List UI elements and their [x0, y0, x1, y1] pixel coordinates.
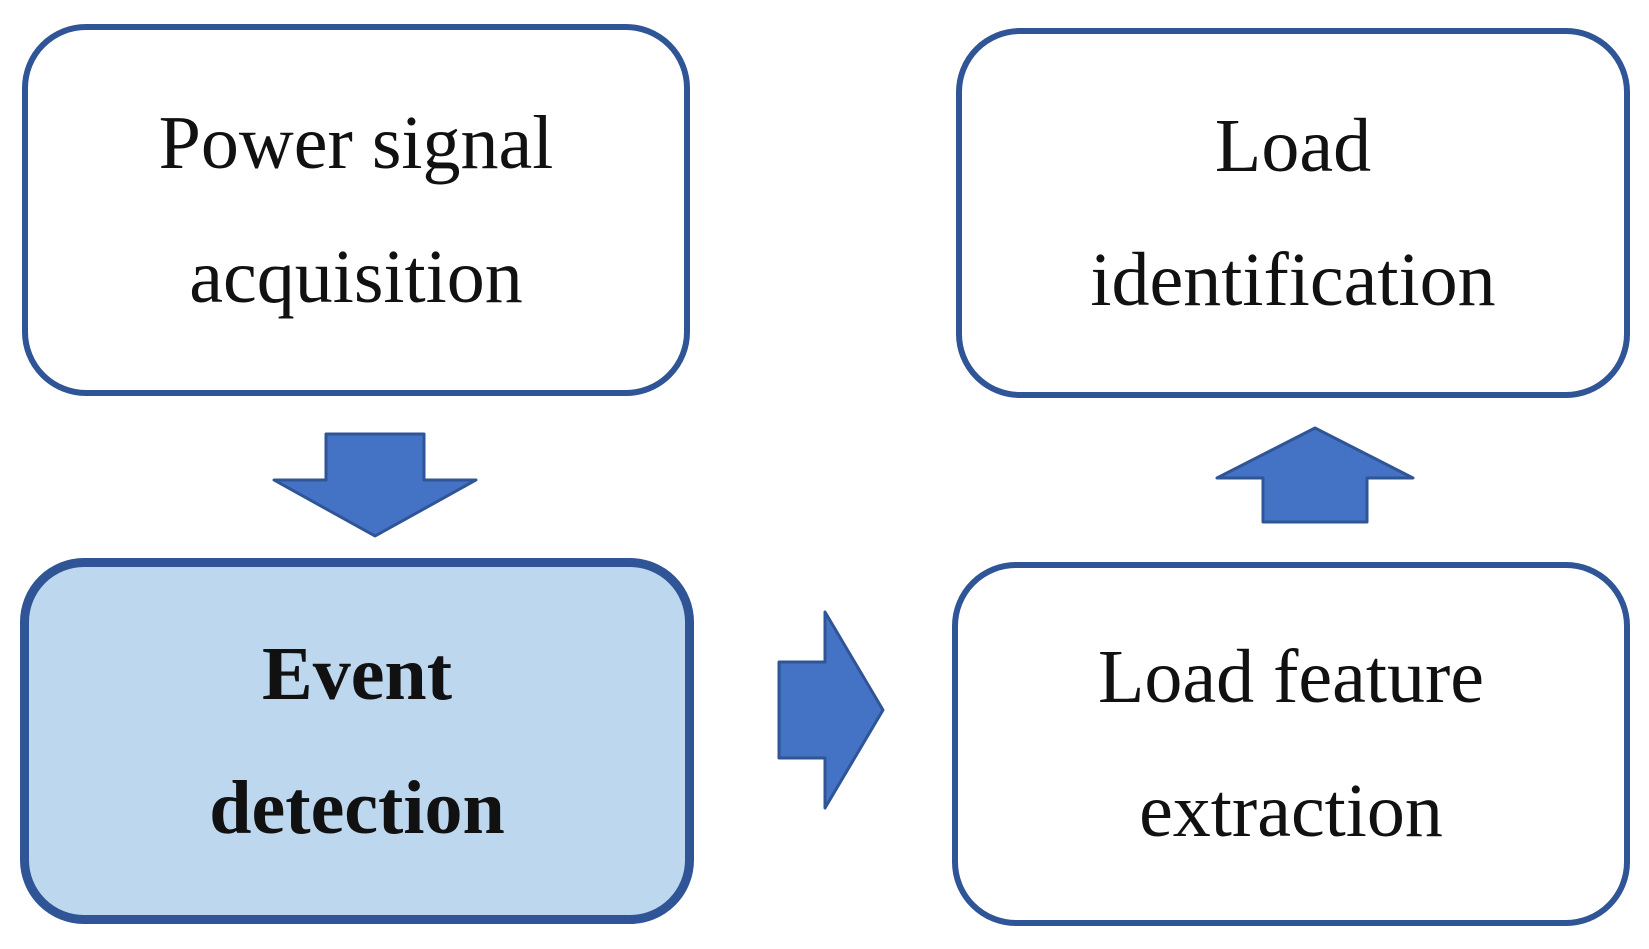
arrow-right-shape	[777, 610, 885, 810]
arrow-down-icon	[272, 432, 478, 538]
box-label-line: extraction	[1139, 769, 1443, 853]
arrow-up-shape	[1215, 426, 1415, 524]
arrow-right-icon	[777, 610, 885, 810]
power-signal-acquisition-box: Power signal acquisition	[22, 24, 690, 396]
box-label-line: Load feature	[1097, 635, 1485, 719]
box-label-line: Load	[1214, 104, 1372, 188]
box-label-line: identification	[1090, 238, 1496, 322]
box-label-line: detection	[209, 766, 505, 850]
event-detection-box: Event detection	[20, 558, 694, 924]
box-label-line: acquisition	[189, 235, 523, 319]
box-label-line: Event	[262, 632, 452, 716]
load-identification-box: Load identification	[956, 28, 1630, 398]
arrow-up-icon	[1215, 426, 1415, 524]
load-feature-extraction-box: Load feature extraction	[952, 562, 1630, 926]
box-label-line: Power signal	[158, 101, 554, 185]
arrow-down-shape	[272, 432, 478, 538]
